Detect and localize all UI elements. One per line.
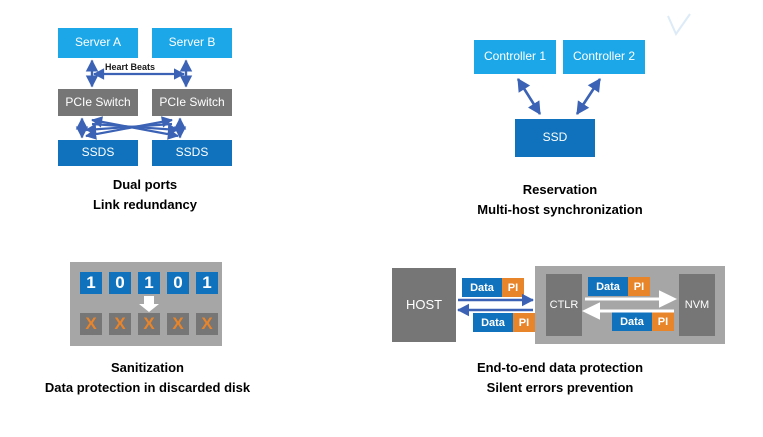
erased-cell-label: X [85,314,97,333]
box-ssds-right: SSDS [152,140,232,166]
caption-end-to-end-line2: Silent errors prevention [486,379,634,395]
packet-data-segment: Data [473,313,513,332]
packet-pi-segment: PI [628,277,650,296]
erased-cell: X [80,313,102,335]
caption-reservation: Reservation Multi-host synchronization [440,180,680,219]
box-controller-2-label: Controller 2 [572,49,636,64]
erased-cell-label: X [114,314,126,333]
box-server-b: Server B [152,28,232,58]
packet-pi-segment: PI [652,312,674,331]
box-pcie-switch-left: PCIe Switch [58,89,138,116]
caption-reservation-line2: Multi-host synchronization [477,201,643,217]
box-server-b-label: Server B [168,35,216,50]
box-pcie-switch-left-label: PCIe Switch [65,94,131,109]
caption-dual-ports-line1: Dual ports [112,177,178,192]
arrow-switch-left-ssds-right-2 [91,122,179,136]
caption-end-to-end-line1: End-to-end data protection [476,360,644,375]
erased-cell-label: X [143,314,155,333]
erased-cell: X [196,313,218,335]
box-nvm-label: NVM [684,298,710,311]
packet-pi-segment: PI [513,313,535,332]
bit-cell: 0 [109,272,131,294]
box-ssds-left-label: SSDS [81,145,115,160]
box-controller-2: Controller 2 [563,40,645,74]
caption-sanitization: Sanitization Data protection in discarde… [35,358,260,397]
caption-sanitization-line2: Data protection in discarded disk [44,379,251,395]
box-ssds-right-label: SSDS [175,145,209,160]
bit-cell: 1 [138,272,160,294]
box-server-a: Server A [58,28,138,58]
caption-reservation-line1: Reservation [522,182,598,197]
arrow-controller-2-ssd [575,78,602,115]
bit-cell-label: 1 [202,273,212,292]
packet-data-segment: Data [612,312,652,331]
box-server-a-label: Server A [74,35,122,50]
bit-cell: 1 [196,272,218,294]
box-ctlr-label: CTLR [549,298,579,311]
arrow-switch-left-ssds-right [91,116,179,140]
box-nvm: NVM [679,274,715,336]
box-host-label: HOST [405,296,443,312]
heart-beats-label: Heart Beats [105,62,156,72]
caption-dual-ports-line2: Link redundancy [92,196,198,212]
packet-nvm-read: Data PI [612,312,674,331]
arrow-switch-right-ssds-left-2 [85,122,173,136]
arrow-switch-right-ssds-left [85,116,173,140]
caption-sanitization-line1: Sanitization [111,360,184,375]
erased-cell-label: X [201,314,213,333]
box-ctlr: CTLR [546,274,582,336]
box-controller-1-label: Controller 1 [483,49,547,64]
bit-cell-label: 0 [115,273,125,292]
bit-cell: 0 [167,272,189,294]
caption-end-to-end: End-to-end data protection Silent errors… [420,358,700,397]
packet-data-segment: Data [588,277,628,296]
bit-cell-label: 1 [86,273,96,292]
erased-cell-label: X [172,314,184,333]
check-mark-icon [667,13,691,37]
packet-pi-segment: PI [502,278,524,297]
bit-cell-label: 1 [144,273,154,292]
packet-nvm-write: Data PI [588,277,650,296]
bit-cell: 1 [80,272,102,294]
box-pcie-switch-right: PCIe Switch [152,89,232,116]
erased-cell: X [109,313,131,335]
erased-cell: X [138,313,160,335]
packet-data-segment: Data [462,278,502,297]
box-controller-1: Controller 1 [474,40,556,74]
box-ssd: SSD [515,119,595,157]
caption-dual-ports: Dual ports Link redundancy [40,175,250,214]
packet-host-write: Data PI [462,278,524,297]
box-pcie-switch-right-label: PCIe Switch [159,94,225,109]
arrow-controller-1-ssd [516,78,542,115]
erased-cell: X [167,313,189,335]
bit-cell-label: 0 [173,273,183,292]
box-ssd-label: SSD [542,130,568,145]
box-host: HOST [392,268,456,342]
packet-host-read: Data PI [473,313,535,332]
box-ssds-left: SSDS [58,140,138,166]
